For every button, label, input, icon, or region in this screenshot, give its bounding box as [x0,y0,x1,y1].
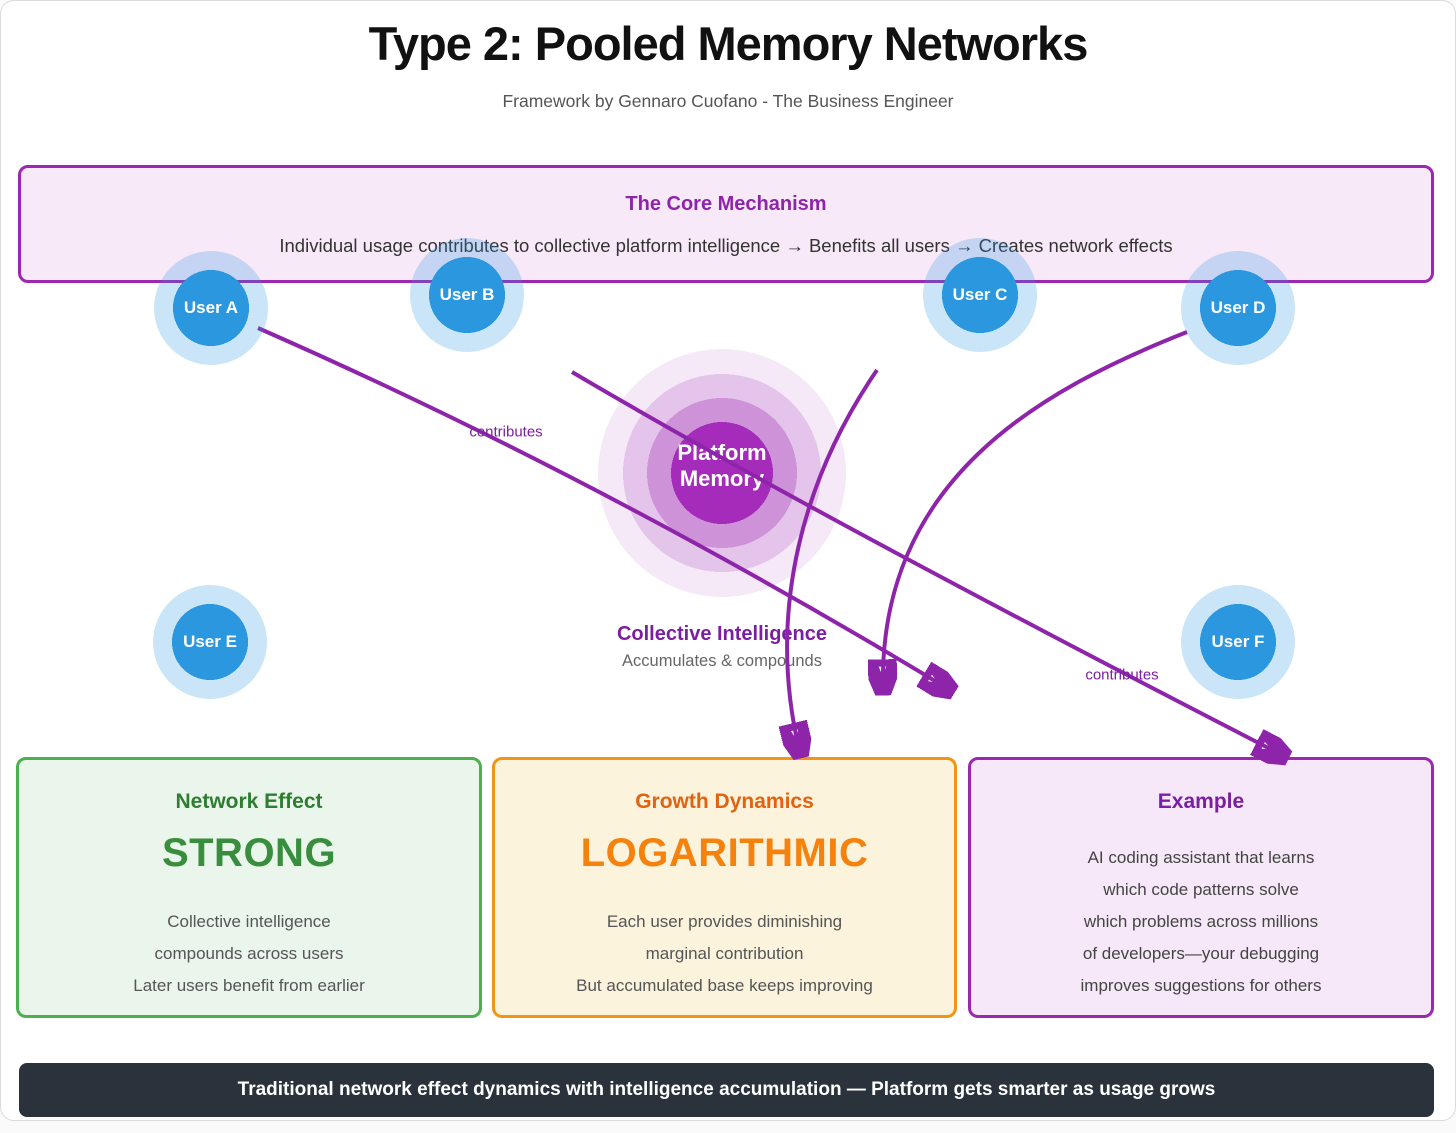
card-example: Example AI coding assistant that learns … [968,757,1434,1018]
user-node-d-label: User D [1210,298,1266,317]
card-line: which problems across millions [1083,912,1319,931]
user-node-a-label: User A [183,298,239,317]
page-subtitle: Framework by Gennaro Cuofano - The Busin… [502,91,954,111]
user-node-b: User B [410,238,524,352]
card-growth-dynamics-value: LOGARITHMIC [580,831,869,875]
card-growth-dynamics-title: Growth Dynamics [635,790,814,813]
footer-banner: Traditional network effect dynamics with… [19,1063,1434,1117]
user-node-c: User C [923,238,1037,352]
card-line: improves suggestions for others [1080,976,1322,995]
user-node-e: User E [153,585,267,699]
user-node-e-label: User E [183,632,237,651]
card-line: Later users benefit from earlier [133,976,365,995]
collective-intelligence-subtitle: Accumulates & compounds [622,652,822,670]
platform-memory-line1: Platform [677,440,767,465]
card-example-body: AI coding assistant that learns which co… [971,842,1431,1002]
card-example-title: Example [1157,790,1245,813]
card-network-effect-value: STRONG [161,831,337,875]
platform-memory-label: Platform Memory [642,440,802,492]
card-growth-dynamics: Growth Dynamics LOGARITHMIC Each user pr… [492,757,957,1018]
card-line: which code patterns solve [1103,880,1299,899]
card-line: compounds across users [154,944,344,963]
card-line: Collective intelligence [167,912,331,931]
card-network-effect: Network Effect STRONG Collective intelli… [16,757,482,1018]
card-network-effect-title: Network Effect [175,790,323,813]
edge-label-contributes-left: contributes [469,423,543,441]
card-network-effect-body: Collective intelligence compounds across… [19,906,479,1002]
card-line: marginal contribution [645,944,804,963]
user-node-a: User A [154,251,268,365]
user-node-c-label: User C [952,285,1008,304]
page-title: Type 2: Pooled Memory Networks [368,17,1089,70]
footer-text: Traditional network effect dynamics with… [237,1079,1216,1100]
platform-memory-line2: Memory [679,466,765,491]
card-growth-dynamics-body: Each user provides diminishing marginal … [495,906,954,1002]
core-mechanism-panel: The Core Mechanism Individual usage cont… [18,165,1434,283]
user-node-b-label: User B [439,285,495,304]
card-line: Each user provides diminishing [606,912,843,931]
core-mechanism-title: The Core Mechanism [625,193,827,215]
card-line: of developers—your debugging [1082,944,1320,963]
collective-intelligence-title: Collective Intelligence [616,623,828,645]
card-line: AI coding assistant that learns [1087,848,1315,867]
user-node-f: User F [1181,585,1295,699]
user-node-f-label: User F [1211,632,1265,651]
edge-label-contributes-right: contributes [1085,666,1159,684]
card-line: But accumulated base keeps improving [576,976,873,995]
user-node-d: User D [1181,251,1295,365]
